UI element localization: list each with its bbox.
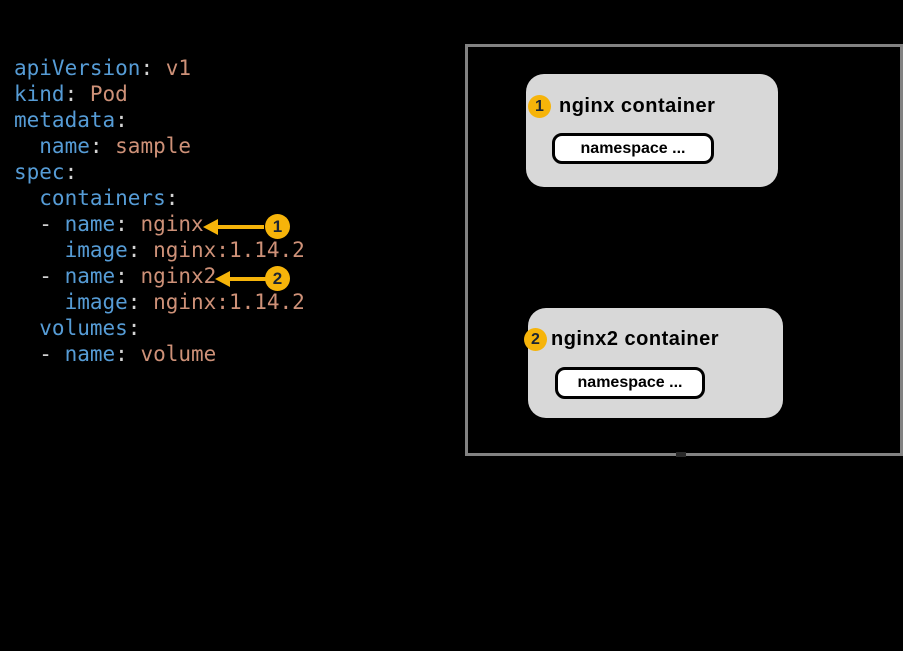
container-title: nginx container (559, 95, 716, 117)
code-line: spec: (14, 160, 78, 184)
container-title: nginx2 container (551, 328, 720, 350)
border-notch (676, 452, 686, 457)
diagram-badge-2: 2 (524, 328, 547, 351)
code-line: name: sample (14, 134, 192, 158)
namespace-button[interactable]: namespace ... (552, 133, 714, 164)
container-box-nginx (526, 74, 778, 187)
code-line: image: nginx:1.14.2 (14, 238, 305, 262)
code-line: kind: Pod (14, 82, 128, 106)
code-line: apiVersion: v1 (14, 56, 192, 80)
diagram-badge-1: 1 (528, 95, 551, 118)
code-line: volumes: (14, 316, 141, 340)
namespace-button[interactable]: namespace ... (555, 367, 705, 399)
code-badge-2: 2 (265, 266, 290, 291)
code-line: containers: (14, 186, 179, 210)
container-box-nginx2 (528, 308, 783, 418)
arrow-left-icon (203, 219, 264, 235)
code-line: - name: nginx (14, 212, 204, 236)
arrow-left-icon (215, 271, 266, 287)
code-line: image: nginx:1.14.2 (14, 290, 305, 314)
code-line: - name: volume (14, 342, 217, 366)
code-line: - name: nginx2 (14, 264, 217, 288)
code-badge-1: 1 (265, 214, 290, 239)
code-line: metadata: (14, 108, 128, 132)
